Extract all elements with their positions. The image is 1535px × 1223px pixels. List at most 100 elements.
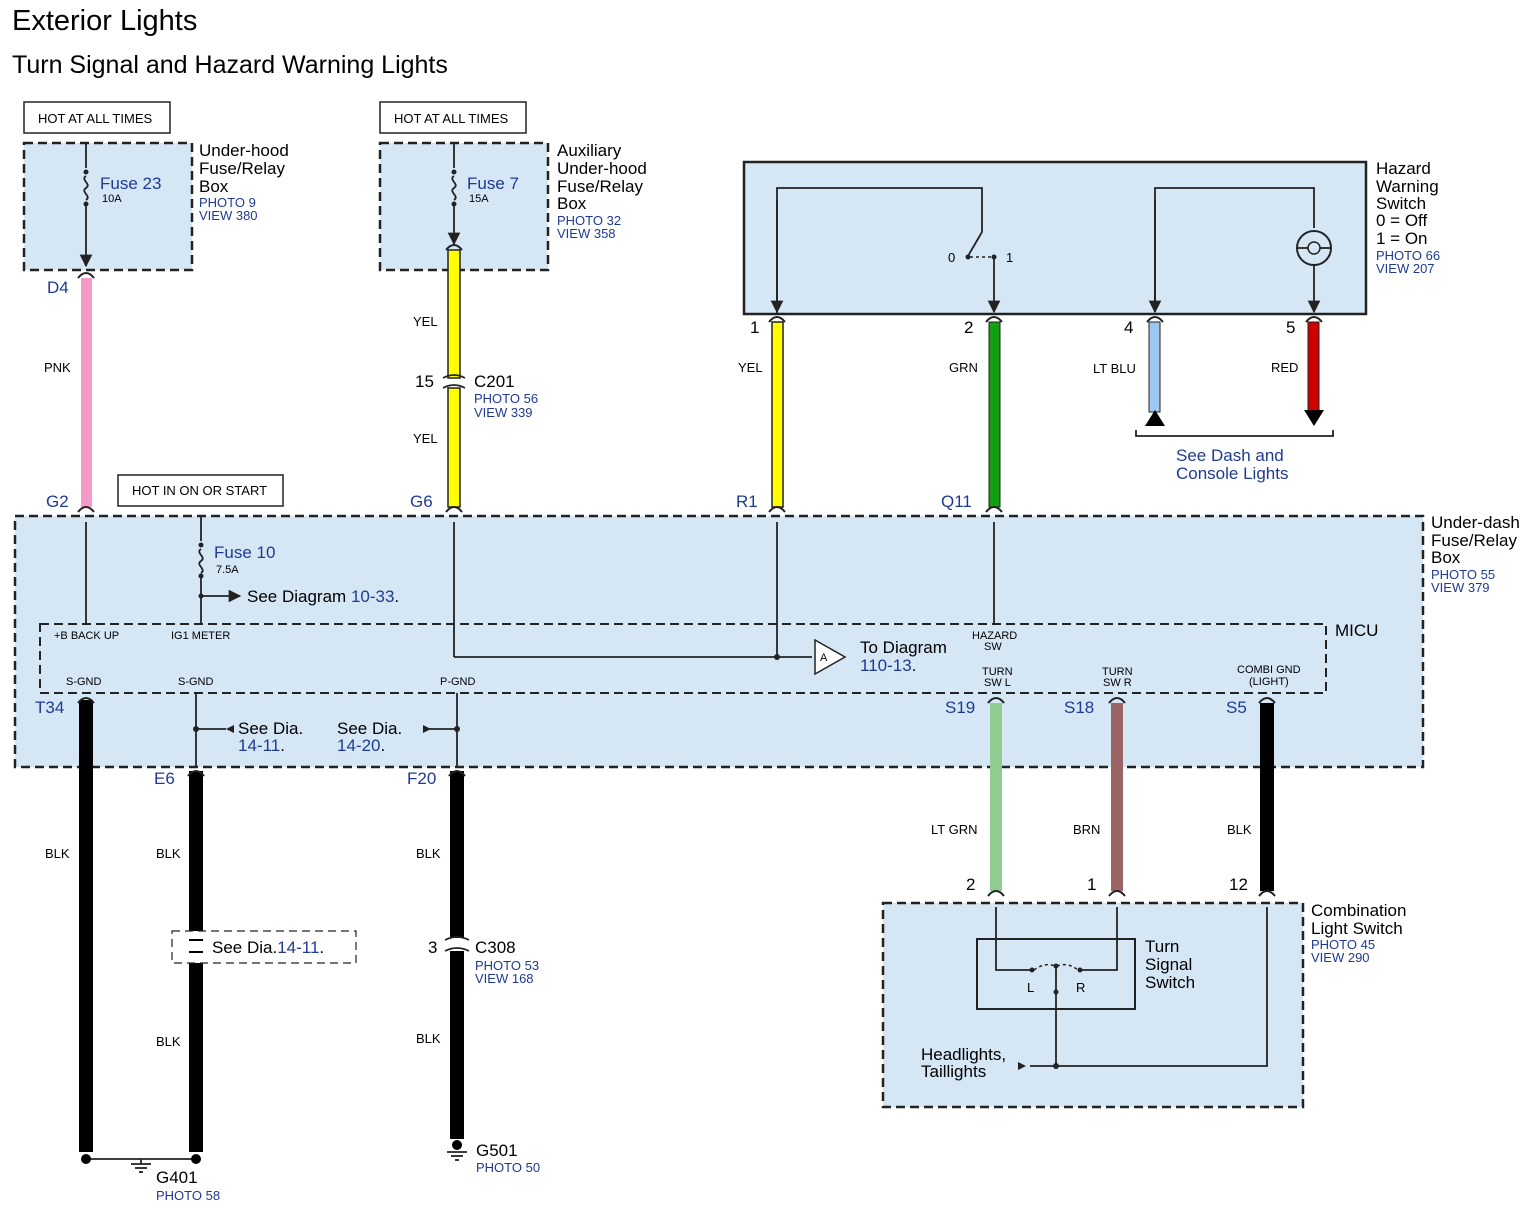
red-terminal-arrow <box>1304 410 1324 426</box>
hazard-switch-name-1: Hazard <box>1376 159 1431 178</box>
c308-view: VIEW 168 <box>475 971 534 986</box>
wire-label-red: RED <box>1271 360 1298 375</box>
connector-s19: S19 <box>945 698 975 717</box>
wire-label-blk-s5: BLK <box>1227 822 1252 837</box>
hot-at-all-times-label-1: HOT AT ALL TIMES <box>38 111 152 126</box>
hazard-warning-switch: 0 1 Hazard Warning Switch 0 = Off 1 = On… <box>742 159 1440 337</box>
underhood-box-name-2: Fuse/Relay <box>199 159 285 178</box>
hazard-switch-state-on: 1 = On <box>1376 229 1428 248</box>
underhood-box-name-1: Under-hood <box>199 141 289 160</box>
wire-label-brn: BRN <box>1073 822 1100 837</box>
micu-pin-sgnd-1: S-GND <box>66 676 102 688</box>
aux-box-photo: PHOTO 32 <box>557 213 621 228</box>
aux-box-name-2: Under-hood <box>557 159 647 178</box>
connector-s5: S5 <box>1226 698 1247 717</box>
hazard-switch-state-off: 0 = Off <box>1376 211 1427 230</box>
hazard-pin-1: 1 <box>750 318 759 337</box>
turn-signal-1: Turn <box>1145 937 1179 956</box>
connector-g6: G6 <box>410 492 433 511</box>
aux-fuse-box: HOT AT ALL TIMES Fuse 7 15A Auxiliary Un… <box>378 101 647 272</box>
fuse-7-rating: 15A <box>469 193 489 205</box>
aux-box-name-1: Auxiliary <box>557 141 622 160</box>
wire-blk-t34 <box>79 700 93 1152</box>
micu-pin-combi-1: COMBI GND <box>1237 664 1301 676</box>
wire-label-yel-a: YEL <box>413 314 438 329</box>
wire-label-blk-e6-b: BLK <box>156 1034 181 1049</box>
connector-q11: Q11 <box>941 492 972 511</box>
combo-pin-2: 2 <box>966 875 975 894</box>
underdash-box-photo: PHOTO 55 <box>1431 567 1495 582</box>
micu-pin-combi-2: (LIGHT) <box>1249 676 1289 688</box>
see-dash-line-2: Console Lights <box>1176 464 1288 483</box>
micu-pin-turn-l-2: SW L <box>984 677 1011 689</box>
hot-in-on-or-start-label: HOT IN ON OR START <box>132 483 267 498</box>
g501-photo: PHOTO 50 <box>476 1160 540 1175</box>
micu-pin-ig1-meter: IG1 METER <box>171 630 230 642</box>
combo-view: VIEW 290 <box>1311 950 1370 965</box>
micu-pin-turn-l-1: TURN <box>982 666 1013 678</box>
hazard-pin-5: 5 <box>1286 318 1295 337</box>
wire-blk-f20-a <box>450 771 464 938</box>
hazard-switch-name-2: Warning <box>1376 177 1439 196</box>
connector-e6: E6 <box>154 769 175 788</box>
page-title: Exterior Lights <box>12 5 197 37</box>
wire-pnk <box>81 278 92 507</box>
wire-label-pnk: PNK <box>44 360 71 375</box>
g401-photo: PHOTO 58 <box>156 1188 220 1203</box>
see-dia-left-ref: 14-11. <box>238 736 285 755</box>
ground-g501 <box>447 1140 467 1161</box>
wire-blk-f20-b <box>450 951 464 1139</box>
wire-label-yel-r1: YEL <box>738 360 763 375</box>
micu-pin-pgnd: P-GND <box>440 676 476 688</box>
underdash-box-view: VIEW 379 <box>1431 580 1490 595</box>
see-dia-right-ref: 14-20. <box>337 736 385 755</box>
wire-ltgrn <box>990 703 1002 891</box>
see-dia-left: See Dia. <box>238 719 303 738</box>
wire-red <box>1307 321 1320 413</box>
ltblu-terminal-arrow <box>1145 410 1165 426</box>
turn-signal-3: Switch <box>1145 973 1195 992</box>
hazard-pin-2: 2 <box>964 318 973 337</box>
hazard-switch-name-3: Switch <box>1376 194 1426 213</box>
see-dash-line-1: See Dash and <box>1176 446 1284 465</box>
connector-caps <box>77 244 1323 897</box>
micu-pin-turn-r-1: TURN <box>1102 666 1133 678</box>
headlights-label-2: Taillights <box>921 1062 986 1081</box>
turn-signal-2: Signal <box>1145 955 1192 974</box>
micu-pin-hazard-2: SW <box>984 641 1002 653</box>
underdash-box-name-3: Box <box>1431 548 1461 567</box>
wire-yel-r1 <box>771 321 784 508</box>
fuse-23-label: Fuse 23 <box>100 174 161 193</box>
combo-pin-12: 12 <box>1229 875 1248 894</box>
aux-box-name-3: Fuse/Relay <box>557 177 643 196</box>
wire-label-blk-f20-b: BLK <box>416 1031 441 1046</box>
c308-label: C308 <box>475 938 516 957</box>
underhood-box-view: VIEW 380 <box>199 208 258 223</box>
turn-r: R <box>1076 980 1085 995</box>
hazard-pin-4: 4 <box>1124 318 1133 337</box>
fuse-10-rating: 7.5A <box>216 564 239 576</box>
underdash-box-name-2: Fuse/Relay <box>1431 531 1517 550</box>
micu-pin-b-backup: +B BACK UP <box>54 630 119 642</box>
c201-view: VIEW 339 <box>474 405 533 420</box>
micu-pin-sgnd-2: S-GND <box>178 676 214 688</box>
c201-photo: PHOTO 56 <box>474 391 538 406</box>
combo-name-1: Combination <box>1311 901 1406 920</box>
wire-label-blk-f20-a: BLK <box>416 846 441 861</box>
hazard-switch-view: VIEW 207 <box>1376 261 1435 276</box>
micu-pin-turn-r-2: SW R <box>1103 677 1132 689</box>
micu-box <box>39 623 1327 694</box>
wire-brn <box>1111 703 1123 891</box>
see-dia-right: See Dia. <box>337 719 402 738</box>
wire-grn <box>988 321 1001 508</box>
connector-r1: R1 <box>736 492 758 511</box>
fuse-7-label: Fuse 7 <box>467 174 519 193</box>
wire-label-ltblu: LT BLU <box>1093 361 1136 376</box>
ground-g401 <box>81 1154 201 1173</box>
wire-label-yel-b: YEL <box>413 431 438 446</box>
combo-name-2: Light Switch <box>1311 919 1403 938</box>
underhood-box-photo: PHOTO 9 <box>199 195 256 210</box>
wire-label-blk-t34: BLK <box>45 846 70 861</box>
see-diagram-10-33: See Diagram 10-33. <box>247 587 399 606</box>
